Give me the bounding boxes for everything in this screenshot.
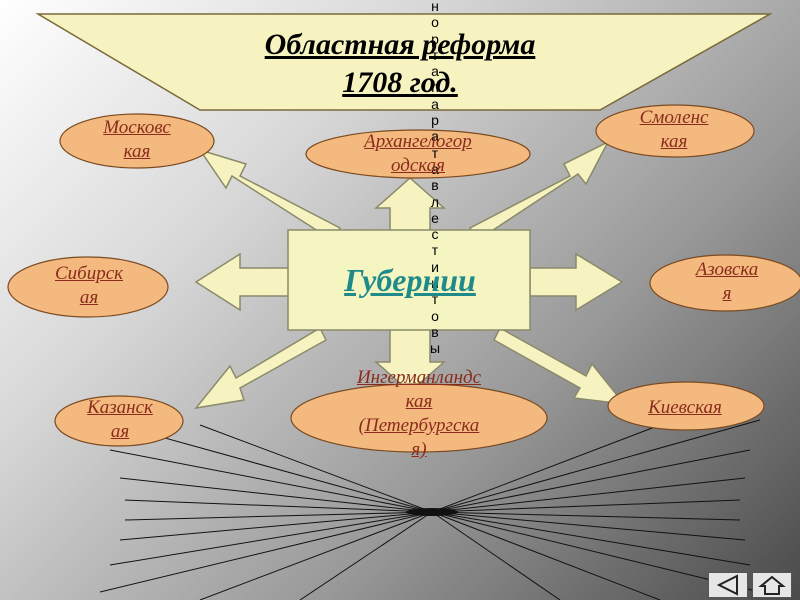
vertical-letter: а	[431, 63, 439, 80]
oval-arkhangelsk	[305, 129, 531, 179]
vertical-letter: и	[431, 258, 439, 275]
region-siberia: Сибирск ая	[24, 262, 154, 310]
radial-center	[406, 508, 458, 516]
oval-kazan	[54, 395, 184, 447]
vertical-letter: в	[431, 323, 439, 340]
region-moscow: Московс кая	[72, 116, 202, 164]
region-ingermanland-line-2: кая	[405, 391, 433, 412]
region-azov: Азовска я	[662, 258, 792, 306]
vertical-letter: т	[431, 144, 439, 161]
vertical-letter: е	[431, 209, 439, 226]
arrow-kazan	[194, 326, 327, 410]
page-title: Областная реформа 1708 год.	[200, 26, 600, 102]
title-line-1: Областная реформа	[264, 28, 536, 61]
region-azov-line-1: Азовска	[695, 259, 759, 280]
region-azov-line-2: я	[722, 283, 732, 304]
region-kazan-line-1: Казанск	[87, 397, 153, 418]
home-button[interactable]	[752, 572, 792, 598]
back-icon	[716, 574, 738, 596]
oval-siberia	[7, 256, 169, 318]
region-moscow-line-1: Московс	[103, 117, 171, 138]
arrows	[194, 140, 626, 410]
region-ingermanland-line-3: (Петербургска	[358, 415, 480, 436]
vertical-letter: л	[430, 193, 440, 210]
arrow-kiev	[493, 326, 626, 405]
vertical-letter: р	[431, 30, 439, 47]
vertical-letter: о	[431, 307, 439, 324]
region-smolensk: Смоленс кая	[606, 106, 742, 154]
home-icon	[758, 575, 786, 595]
region-smolensk-line-1: Смоленс	[639, 107, 709, 128]
vertical-letter: а	[431, 128, 439, 145]
radial-lines	[99, 419, 761, 600]
region-kiev-line-1: Киевская	[648, 397, 722, 418]
oval-kiev	[607, 381, 765, 431]
region-smolensk-line-2: кая	[660, 131, 688, 152]
region-siberia-line-1: Сибирск	[54, 263, 124, 284]
vertical-letter: т	[431, 46, 439, 63]
title-line-2: 1708 год.	[342, 66, 458, 99]
region-siberia-line-2: ая	[79, 287, 99, 308]
center-label: Губернии	[344, 262, 476, 298]
oval-smolensk	[595, 104, 755, 158]
region-arkhangelsk: Архангелогор одская	[320, 130, 516, 178]
center-box	[287, 229, 531, 331]
region-moscow-line-2: кая	[123, 141, 151, 162]
vertical-letter: ы	[429, 340, 441, 357]
vertical-letter: п	[431, 79, 439, 96]
region-ingermanland: Ингерманландс кая (Петербургска я)	[316, 366, 522, 462]
vertical-letter: т	[431, 291, 439, 308]
arrow-vertical-down	[374, 327, 446, 394]
vertical-letter: а	[431, 95, 439, 112]
oval-ingermanland	[290, 383, 548, 453]
region-arkhangelsk-line-1: Архангелогор	[364, 131, 472, 152]
vertical-letter: и	[431, 275, 439, 292]
back-button[interactable]	[708, 572, 748, 598]
vertical-letter: а	[431, 160, 439, 177]
vertical-letter: т	[431, 242, 439, 259]
vertical-letter: р	[431, 112, 439, 129]
region-kiev: Киевская	[620, 396, 750, 420]
vertical-letter: в	[431, 177, 439, 194]
region-ingermanland-line-1: Ингерманландс	[356, 367, 482, 388]
vertical-letter: н	[431, 0, 439, 14]
arrow-azov	[529, 252, 624, 312]
oval-azov	[649, 254, 800, 312]
vertical-letter: о	[431, 14, 439, 31]
vertical-letter: с	[431, 226, 439, 243]
title-banner	[35, 13, 773, 111]
arrow-siberia	[194, 252, 291, 312]
region-kazan-line-2: ая	[110, 421, 130, 442]
region-ingermanland-line-4: я)	[411, 439, 427, 460]
arrow-smolensk	[468, 140, 610, 242]
region-arkhangelsk-line-2: одская	[390, 155, 446, 176]
oval-moscow	[59, 113, 215, 169]
region-kazan: Казанск ая	[60, 396, 180, 444]
